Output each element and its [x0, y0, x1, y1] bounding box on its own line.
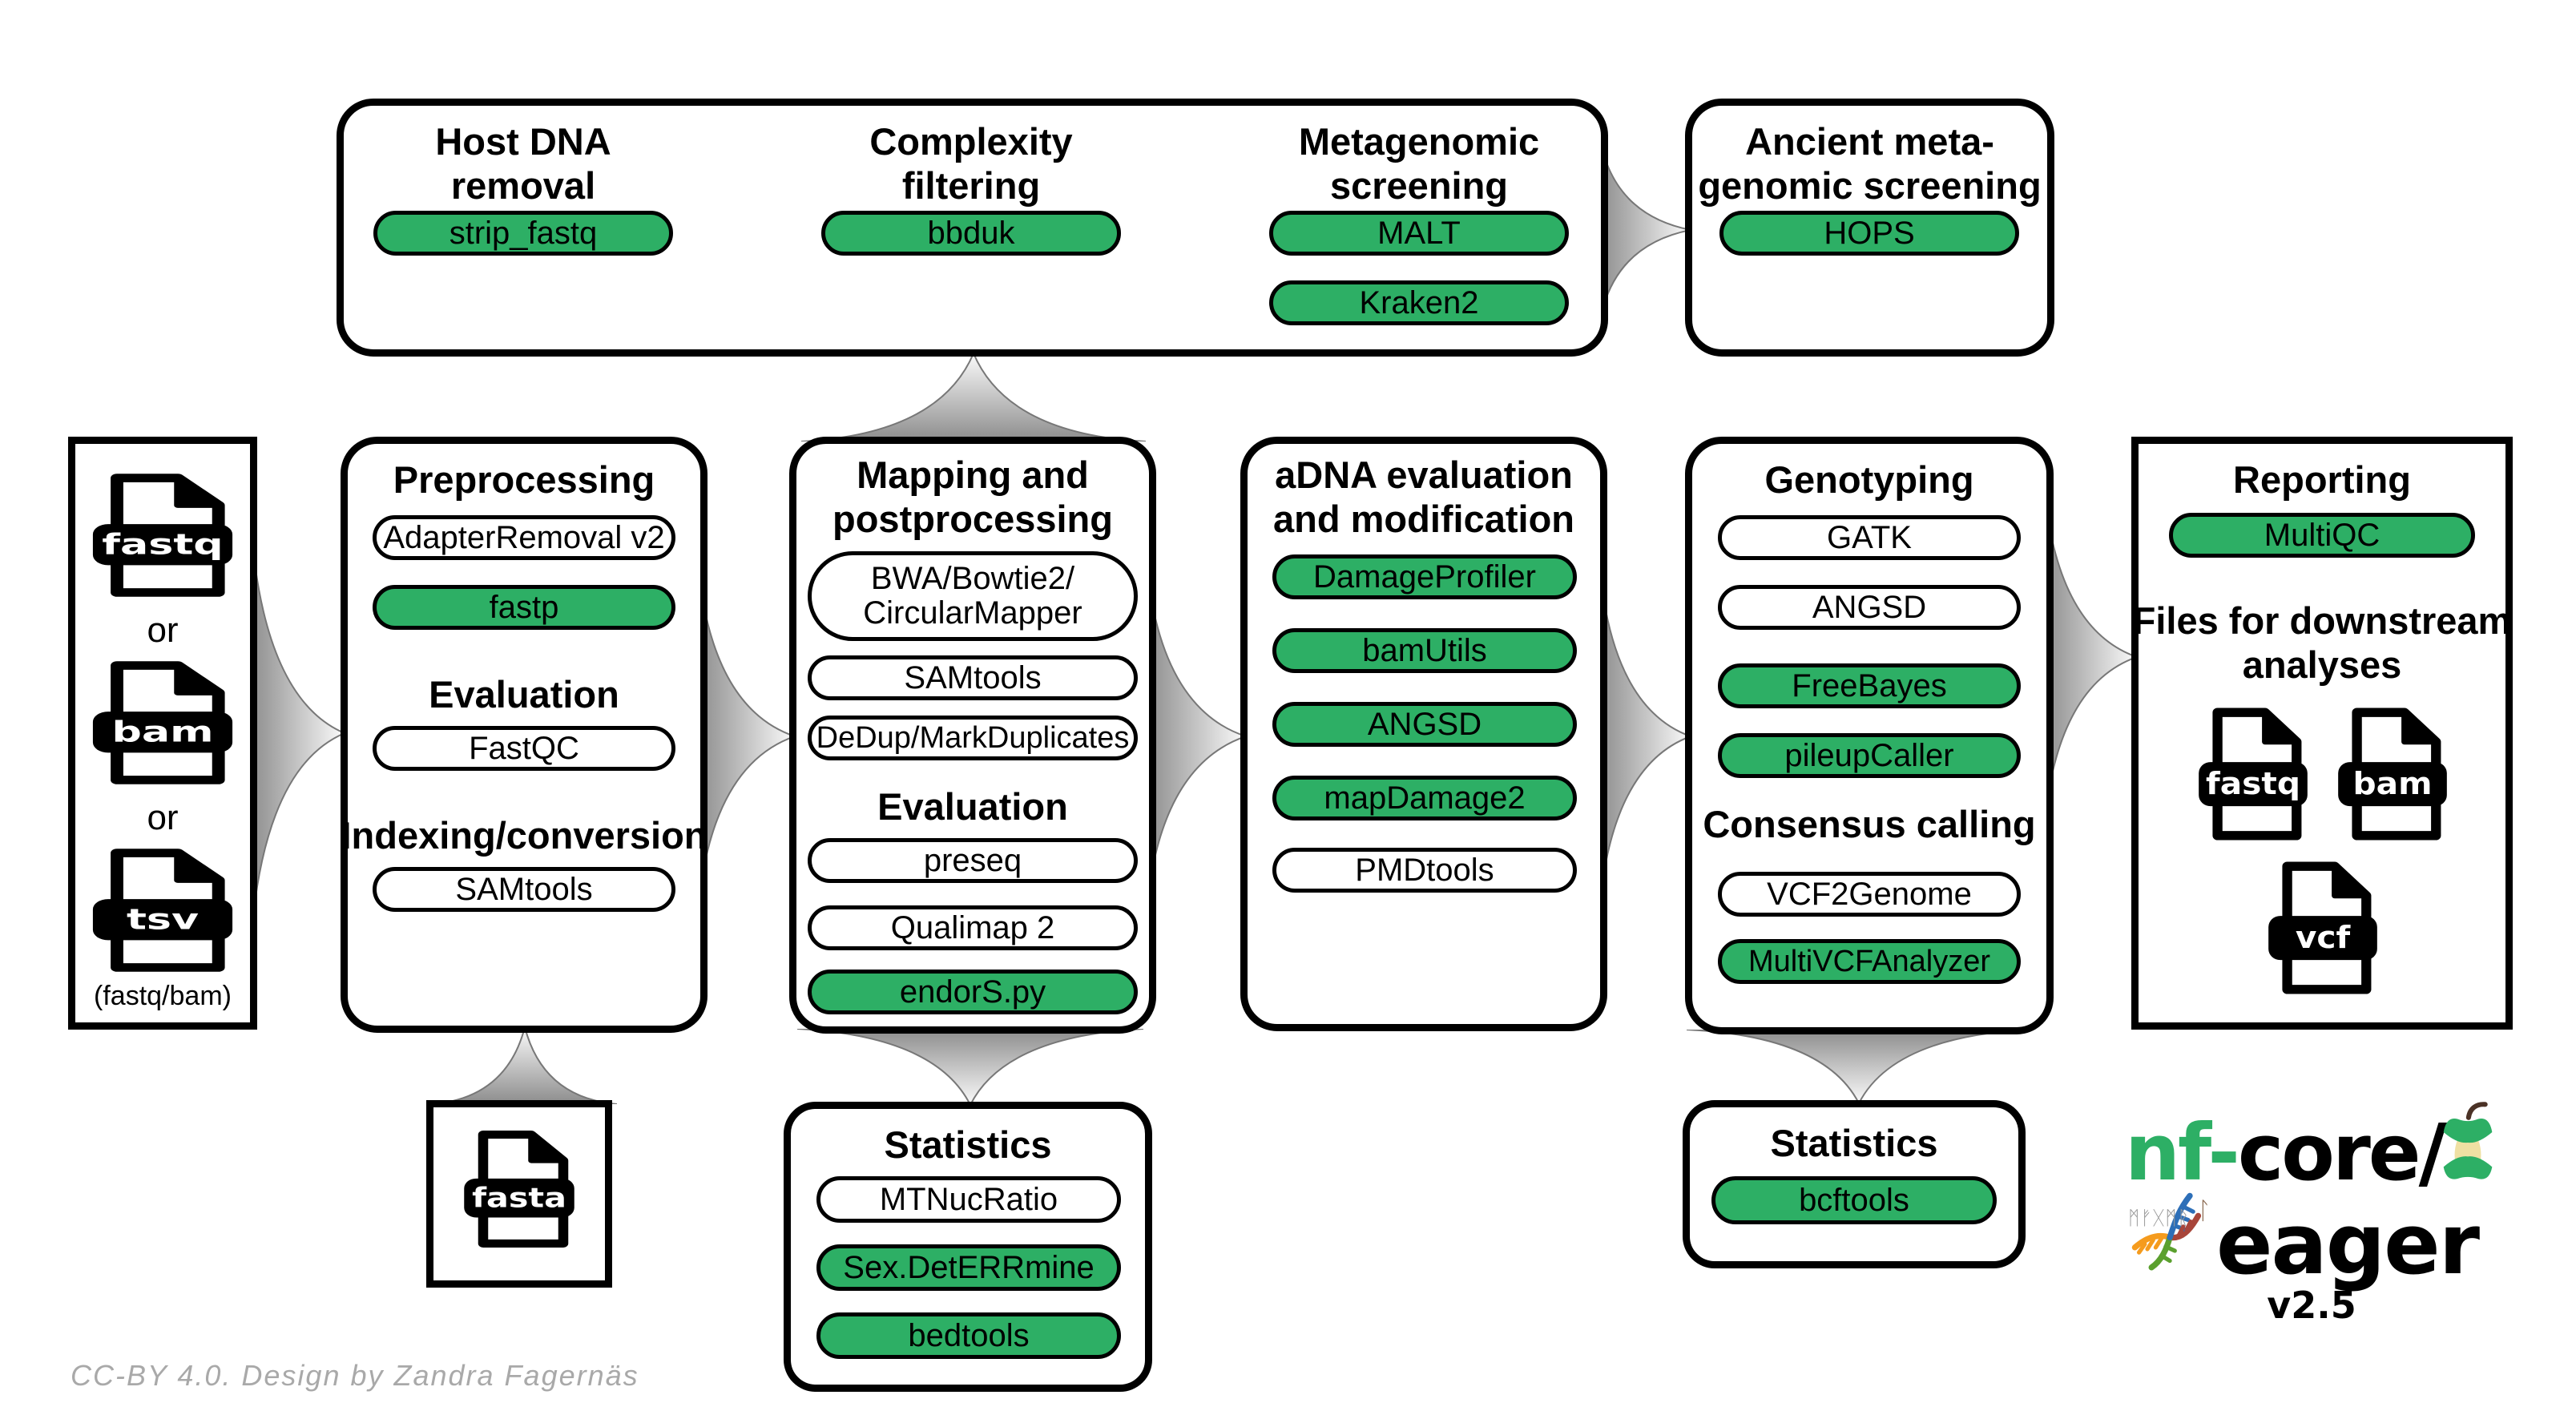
svg-text:tsv: tsv — [127, 903, 199, 936]
pill-aligners: BWA/Bowtie2/ CircularMapper — [808, 551, 1138, 641]
input-caption: (fastq/bam) — [94, 981, 232, 1011]
svg-text:fastq: fastq — [2206, 768, 2300, 802]
pill-preseq: preseq — [808, 838, 1138, 883]
consensus-calling-subtitle: Consensus calling — [1703, 803, 2036, 845]
pill-gatk: GATK — [1718, 515, 2021, 560]
svg-text:fastq: fastq — [102, 528, 223, 561]
statistics-genotyping-title: Statistics — [1770, 1122, 1938, 1164]
fastq-output-file-icon: fastq — [2194, 705, 2312, 847]
ancient-screening-title: Ancient meta- genomic screening — [1698, 120, 2042, 207]
pill-freebayes: FreeBayes — [1718, 663, 2021, 708]
pill-bbduk: bbduk — [821, 211, 1121, 256]
metagenomic-screening-title: Metagenomic screening — [1298, 120, 1540, 207]
runes-text: ᛗᚠᚷᛗᚱ — [2128, 1207, 2190, 1229]
pill-kraken2: Kraken2 — [1269, 280, 1569, 325]
pill-bcftools: bcftools — [1711, 1176, 1997, 1224]
logo-eager: eager — [2216, 1195, 2480, 1293]
pill-multiqc: MultiQC — [2169, 513, 2475, 558]
mapping-evaluation-subtitle: Evaluation — [877, 785, 1068, 828]
arrow-adna-to-genotyping — [1598, 554, 1693, 923]
reporting-title: Reporting — [2233, 458, 2411, 501]
svg-text:vcf: vcf — [2296, 921, 2351, 956]
pill-endors: endorS.py — [808, 970, 1138, 1014]
arrow-fasta-to-preprocessing-up — [432, 1024, 618, 1108]
host-dna-removal-title: Host DNA removal — [435, 120, 611, 207]
logo-version: v2.5 — [2267, 1284, 2356, 1327]
pill-sexdeterrmine: Sex.DetERRmine — [816, 1244, 1121, 1291]
apple-core-icon — [2434, 1101, 2501, 1188]
pill-bamutils: bamUtils — [1272, 628, 1577, 673]
pill-fastp: fastp — [373, 585, 675, 630]
preprocessing-title: Preprocessing — [393, 458, 655, 501]
pill-pmdtools: PMDtools — [1272, 848, 1577, 893]
bam-output-file-icon: bam — [2333, 705, 2452, 847]
pill-samtools-preprocessing: SAMtools — [373, 867, 675, 912]
pill-pileupcaller: pileupCaller — [1718, 733, 2021, 778]
or-label-2: or — [147, 798, 179, 837]
arrow-mapping-to-adna — [1145, 554, 1249, 923]
pill-hops: HOPS — [1719, 211, 2019, 256]
logo-core-text: core/ — [2237, 1107, 2447, 1198]
license-credit: CC-BY 4.0. Design by Zandra Fagernäs — [71, 1359, 639, 1392]
complexity-filtering-title: Complexity filtering — [869, 120, 1073, 207]
vcf-output-file-icon: vcf — [2264, 859, 2382, 1001]
rune-l-icon: ᛚ — [2197, 1197, 2211, 1225]
svg-text:fasta: fasta — [472, 1182, 566, 1213]
pill-vcf2genome: VCF2Genome — [1718, 872, 2021, 917]
logo-nf-text: nf- — [2125, 1107, 2240, 1198]
bam-file-icon: bam — [87, 659, 239, 791]
genotyping-title: Genotyping — [1764, 458, 1974, 501]
arrow-metagenomic-to-ancient — [1598, 129, 1691, 334]
pill-dedup: DeDup/MarkDuplicates — [808, 716, 1138, 760]
pill-multivcfanalyzer: MultiVCFAnalyzer — [1718, 939, 2021, 984]
svg-text:bam: bam — [2353, 768, 2433, 802]
arrow-mapping-to-screening-up — [800, 351, 1147, 445]
arrow-mapping-to-statistics-down — [796, 1028, 1144, 1109]
svg-text:bam: bam — [111, 716, 213, 748]
adna-title: aDNA evaluation and modification — [1273, 454, 1574, 540]
tsv-file-icon: tsv — [87, 846, 239, 978]
or-label-1: or — [147, 611, 179, 650]
pill-fastqc: FastQC — [373, 726, 675, 771]
pill-mtnucratio: MTNucRatio — [816, 1176, 1121, 1223]
arrow-genotyping-to-statistics-down — [1686, 1029, 2032, 1107]
pill-qualimap: Qualimap 2 — [808, 905, 1138, 950]
fastq-file-icon: fastq — [87, 471, 239, 603]
pill-adapterremoval: AdapterRemoval v2 — [373, 515, 675, 560]
pill-damageprofiler: DamageProfiler — [1272, 554, 1577, 599]
pill-samtools-mapping: SAMtools — [808, 655, 1138, 700]
arrow-input-to-preprocessing — [249, 512, 347, 958]
files-downstream-title: Files for downstream analyses — [2132, 599, 2512, 686]
pill-mapdamage: mapDamage2 — [1272, 776, 1577, 820]
mapping-title: Mapping and postprocessing — [832, 454, 1113, 540]
pill-angsd-genotyping: ANGSD — [1718, 585, 2021, 630]
indexing-conversion-subtitle: Indexing/conversion — [341, 814, 707, 857]
logo-nfcore: nf-core/ — [2125, 1107, 2447, 1198]
pill-angsd-adna: ANGSD — [1272, 702, 1577, 747]
arrow-preprocessing-to-mapping — [696, 554, 798, 923]
pill-malt: MALT — [1269, 211, 1569, 256]
dna-helix-icon — [2125, 1187, 2211, 1275]
arrow-genotyping-to-reporting — [2042, 476, 2140, 841]
preprocessing-evaluation-subtitle: Evaluation — [429, 673, 619, 716]
pill-bedtools: bedtools — [816, 1312, 1121, 1359]
fasta-file-icon: fasta — [459, 1128, 579, 1254]
pill-strip-fastq: strip_fastq — [373, 211, 673, 256]
statistics-mapping-title: Statistics — [884, 1123, 1052, 1166]
